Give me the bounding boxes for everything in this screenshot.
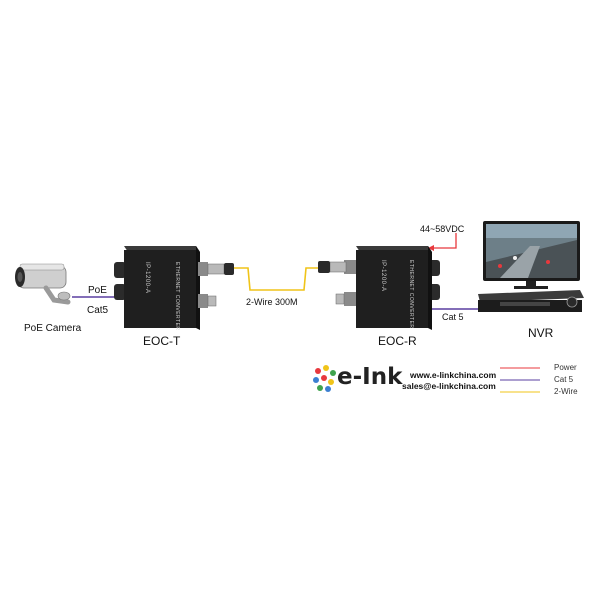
brand-logo-text: e-Ink — [337, 364, 403, 390]
e-link-logo-icon — [313, 365, 336, 392]
camera-label: PoE Camera — [24, 323, 82, 334]
power-wire — [430, 233, 457, 249]
eoc-t-device-text: ETHERNET CONVERTER — [174, 262, 180, 331]
eoc-r-label: EOC-R — [378, 334, 417, 348]
poe-camera — [15, 263, 71, 305]
brand-website[interactable]: www.e-linkchina.com — [410, 370, 497, 380]
eoc-r-device-text: ETHERNET CONVERTER — [408, 260, 414, 329]
nvr-monitor — [483, 221, 580, 289]
legend-label-2wire: 2-Wire — [554, 387, 578, 396]
poe-label: PoE — [88, 285, 107, 296]
two-wire-link — [232, 267, 320, 291]
eoc-t-label: EOC-T — [143, 334, 181, 348]
two-wire-label: 2-Wire 300M — [246, 297, 298, 307]
nvr-label: NVR — [528, 326, 554, 340]
eoc-t-device — [114, 246, 234, 330]
eoc-r-device — [318, 246, 440, 330]
legend-label-cat5: Cat 5 — [554, 375, 574, 384]
legend-label-power: Power — [554, 363, 577, 372]
power-arrow — [428, 245, 434, 251]
cat5-label-nvr: Cat 5 — [442, 312, 464, 322]
power-label: 44~58VDC — [420, 224, 465, 234]
cat5-label-camera: Cat5 — [87, 305, 109, 316]
nvr-recorder — [478, 290, 584, 312]
eoc-r-model-text: IP-1200-A — [380, 260, 386, 292]
brand-email[interactable]: sales@e-linkchina.com — [402, 381, 496, 391]
legend-lines — [500, 367, 540, 393]
eoc-t-model-text: IP-1200-A — [144, 262, 150, 294]
